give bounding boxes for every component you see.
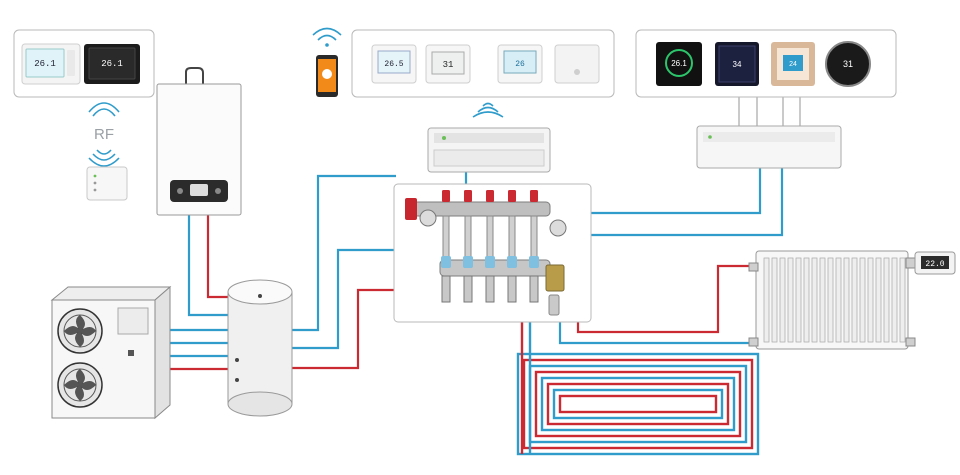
wifi-icon [472,102,504,118]
wifi-thermostat-4[interactable] [554,44,600,84]
radiator-supply-pipe [576,264,755,334]
radiator-fin [811,257,818,343]
manifold-stem [486,215,494,261]
manifold-outlet [441,275,451,303]
manifold-ports [441,190,539,303]
manifold-flow-meter [485,256,495,268]
rf-label: RF [94,126,114,143]
wifi-thermostat-3-display: 26 [515,60,525,69]
manifold-flow-meter [507,256,517,268]
wifi-thermostat-2-display: 31 [443,60,454,70]
radiator-fin [859,257,866,343]
manifold-stem [530,215,538,261]
rf-thermostat-white-display: 26.1 [34,59,56,69]
heat-pump-fan-bottom [57,362,103,408]
manifold-actuator [508,190,516,202]
tank-to-manifold-return-1 [292,174,396,332]
radiator-fin [851,257,858,343]
floor-loop-ring [534,370,742,438]
radiator-fin [891,257,898,343]
manifold-flow-meter [441,256,451,268]
radiator-fin [843,257,850,343]
smart-thermostat-2-display: 34 [733,60,742,69]
air-source-heat-pump [50,285,172,420]
rf-thermostat-black[interactable]: 26.1 [84,44,140,84]
floor-loop-ring [552,388,724,420]
rf-thermostat-panel: 26.1 26.1 [13,29,155,98]
smart-thermostat-4-display: 31 [843,59,853,69]
buffer-tank [227,279,293,417]
smart-thermostat-1[interactable]: 26.1 [656,42,702,86]
wiring-controller [427,127,551,173]
manifold-flow-meter [463,256,473,268]
tank-to-manifold-return-2 [292,248,396,350]
radiator-return-pipe [558,322,755,345]
manifold-stem [464,215,472,261]
floor-loop-ring [558,394,718,414]
radiator-trv-display: 22.0 [925,260,944,269]
smart-thermostat-3-display: 24 [789,61,797,68]
radiator-fin [819,257,826,343]
radiator-fin [867,257,874,343]
smart-thermostat-panel: 26.1 34 24 31 [635,29,897,98]
wall-mounted-boiler [156,67,242,216]
smart-thermostat-1-display: 26.1 [671,59,687,68]
manifold-actuator [486,190,494,202]
panel-radiator: 22.0 [748,250,956,350]
boiler-return-pipe [187,215,230,317]
manifold-actuator [530,190,538,202]
radiator-fin [787,257,794,343]
rf-thermostat-black-display: 26.1 [101,59,123,69]
rf-receiver [86,166,128,201]
manifold-flow-meter [529,256,539,268]
wifi-thermostat-2[interactable]: 31 [425,44,471,84]
floor-loop-ring [540,376,736,432]
manifold-outlet [507,275,517,303]
manifold-to-hub-1 [590,168,762,215]
radiator-fin [763,257,770,343]
thermostat-wiring-hub [696,125,842,169]
smartphone-app-icon[interactable] [312,27,342,98]
smart-thermostat-2[interactable]: 34 [715,42,759,86]
manifold-to-hub-2 [590,168,784,237]
wifi-thermostat-3[interactable]: 26 [497,44,543,84]
boiler-supply-pipe [206,215,230,299]
manifold-outlet [485,275,495,303]
heat-pump-fan-top [57,308,103,354]
radiator-fins [763,257,906,343]
manifold-outlet [529,275,539,303]
radiator-fin [875,257,882,343]
radiator-fin [779,257,786,343]
wifi-thermostat-1[interactable]: 26.5 [371,44,417,84]
radiator-fin [835,257,842,343]
floor-loop-ring [516,352,760,456]
underfloor-manifold [393,183,592,323]
rf-wireless-icon: RF [88,102,120,167]
smart-thermostat-3[interactable]: 24 [771,42,815,86]
tank-to-manifold-supply [292,288,396,370]
manifold-actuator [442,190,450,202]
smart-thermostat-4[interactable]: 31 [825,41,871,87]
radiator-fin [795,257,802,343]
radiator-fin [883,257,890,343]
manifold-stem [508,215,516,261]
wifi-thermostat-panel: 26.5 31 26 [351,29,615,98]
manifold-actuator [464,190,472,202]
radiator-fin [899,257,906,343]
radiator-fin [771,257,778,343]
radiator-fin [803,257,810,343]
manifold-outlet [463,275,473,303]
underfloor-heating-loop [516,322,760,456]
wifi-thermostat-1-display: 26.5 [384,60,403,69]
radiator-trv[interactable]: 22.0 [905,251,956,275]
floor-loop-ring [546,382,730,426]
floor-loop-ring [522,358,754,450]
manifold-stem [442,215,450,261]
rf-thermostat-white[interactable]: 26.1 [21,43,81,85]
radiator-fin [827,257,834,343]
